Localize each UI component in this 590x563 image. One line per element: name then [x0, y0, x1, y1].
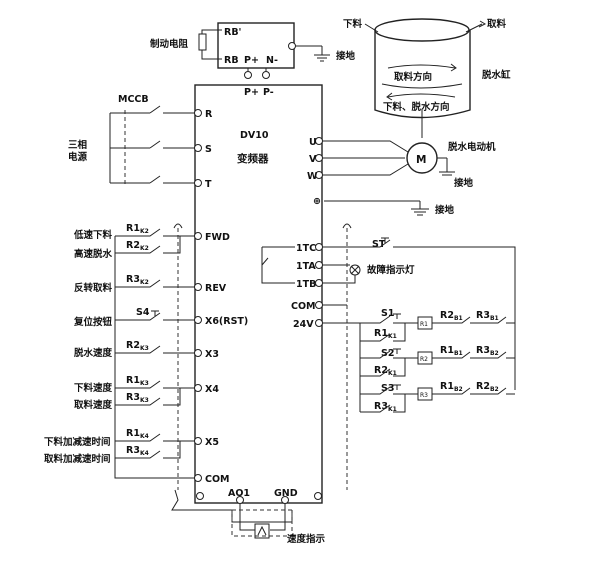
contact-r1k4: R1K4 [126, 428, 149, 440]
label-reverse-take: 反转取料 [74, 282, 113, 294]
contact-r3k4: R3K4 [126, 445, 149, 457]
contact-r3k3: R3K3 [126, 392, 149, 404]
terminal-r: R [205, 109, 213, 120]
tank-take-label: 取料 [487, 18, 507, 30]
terminal-x6: X6(RST) [205, 316, 248, 327]
brake-rb: RB [224, 55, 239, 66]
speed-meter-label: 速度指示 [287, 533, 326, 545]
brake-resistor-block: 制动电阻 RB' RB P+ N- 接地 [150, 22, 356, 79]
contact-r2k2: R2K2 [126, 240, 149, 252]
left-inputs: 低速下料 高速脱水 R1K2 R2K2 FWD 反转取料 R3K2 REV 复位… [44, 223, 248, 490]
label-feed-accel: 下料加减速时间 [44, 436, 111, 448]
terminal-x4: X4 [205, 384, 219, 395]
contact-r1k2: R1K2 [126, 223, 149, 235]
fault-lamp-label: 故障指示灯 [367, 264, 415, 276]
terminal-ao1: AO1 [228, 488, 250, 499]
brake-resistor-label: 制动电阻 [150, 38, 189, 50]
terminal-1tc: 1TC [296, 243, 316, 254]
label-take-accel: 取料加减速时间 [44, 453, 111, 465]
three-phase-label: 三相 [68, 139, 87, 151]
inverter-p-minus: P- [263, 87, 274, 98]
terminal-v: V [309, 154, 317, 165]
contact-r3k1: R3K1 [374, 401, 397, 413]
inverter: P+ P- DV10 变频器 [194, 84, 323, 504]
label-feed-speed: 下料速度 [74, 382, 113, 394]
contact-r1b1: R1B1 [440, 345, 463, 357]
label-low-speed-feed: 低速下料 [73, 229, 113, 241]
brake-n-minus: N- [266, 55, 278, 66]
tank-direction-take: 取料方向 [394, 71, 432, 83]
terminal-fwd: FWD [205, 232, 230, 243]
label-take-speed: 取料速度 [74, 399, 113, 411]
brake-p-plus: P+ [244, 55, 259, 66]
coil-r1-label: R1 [420, 321, 428, 328]
inverter-p-plus: P+ [244, 87, 259, 98]
tank-direction-feed: 下料、脱水方向 [383, 101, 450, 113]
terminal-com-left: COM [205, 474, 230, 485]
brake-rb-prime: RB' [224, 27, 241, 38]
label-high-speed-dewater: 高速脱水 [74, 248, 113, 260]
motor-symbol: M [416, 154, 426, 166]
ground2-label: 接地 [435, 204, 455, 216]
contact-r2b1: R2B1 [440, 310, 463, 322]
brake-ground-label: 接地 [336, 50, 356, 62]
right-relay-circuit: 1TC 1TA 1TB COM 24V ST 故障指示灯 S1 R1K1 R1 … [261, 223, 516, 490]
terminal-1tb: 1TB [296, 279, 316, 290]
inverter-ground-symbol: ⊕ [313, 196, 321, 207]
terminal-x3: X3 [205, 349, 219, 360]
switch-st: ST [372, 239, 386, 250]
contact-r1k3: R1K3 [126, 375, 149, 387]
terminal-1ta: 1TA [296, 261, 316, 272]
terminal-rev: REV [205, 283, 227, 294]
contact-r1b2: R1B2 [440, 381, 463, 393]
contact-r1k1: R1K1 [374, 328, 397, 340]
motor-name: 脱水电动机 [448, 141, 496, 153]
terminal-24v: 24V [293, 319, 314, 330]
analog-output: AO1 GND 速度指示 [171, 488, 326, 545]
label-reset-button: 复位按钮 [73, 316, 113, 328]
switch-s2: S2 [381, 348, 394, 359]
inverter-model: DV10 [240, 130, 269, 141]
power-input: MCCB 三相 电源 R S T [68, 94, 213, 190]
contact-r3k2: R3K2 [126, 274, 149, 286]
terminal-s: S [205, 144, 212, 155]
motor-ground-label: 接地 [454, 177, 474, 189]
contact-r2k1: R2K1 [374, 365, 397, 377]
terminal-gnd: GND [274, 488, 298, 499]
terminal-com-right: COM [291, 301, 316, 312]
coil-r3-label: R3 [420, 392, 428, 399]
power-supply-label: 电源 [68, 151, 88, 163]
contact-r2b2: R2B2 [476, 381, 499, 393]
motor-output: U V W M 脱水电动机 接地 ⊕ 接地 [307, 137, 496, 216]
terminal-t: T [205, 179, 212, 190]
coil-r2-label: R2 [420, 356, 428, 363]
terminal-x5: X5 [205, 437, 219, 448]
contact-r2k3: R2K3 [126, 340, 149, 352]
terminal-u: U [309, 137, 317, 148]
dewater-tank: 下料 取料 脱水缸 取料方向 下料、脱水方向 [343, 18, 511, 138]
switch-s4: S4 [136, 307, 150, 318]
tank-name: 脱水缸 [482, 69, 511, 81]
mccb-label: MCCB [118, 94, 149, 105]
label-dewater-speed: 脱水速度 [74, 347, 113, 359]
tank-discharge-label: 下料 [343, 18, 363, 30]
switch-s1: S1 [381, 308, 394, 319]
terminal-w: W [307, 171, 318, 182]
inverter-name: 变频器 [237, 152, 269, 165]
contact-r3b2: R3B2 [476, 345, 499, 357]
contact-r3b1: R3B1 [476, 310, 499, 322]
